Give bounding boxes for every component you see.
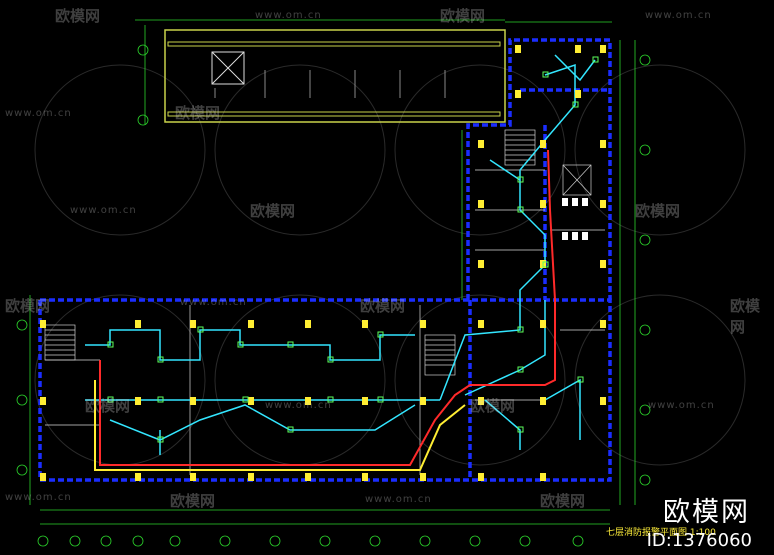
watermark-logo: 欧模网 bbox=[540, 492, 586, 510]
watermark-logo: 欧模网 bbox=[170, 492, 216, 510]
watermark-logo: 欧模网 bbox=[635, 202, 681, 220]
watermark-logo: 欧模网 bbox=[730, 297, 761, 336]
watermark-site: www.om.cn bbox=[70, 205, 137, 216]
drawing-title: 七层消防报警平面图 1:100 bbox=[606, 525, 716, 538]
watermark-site: www.om.cn bbox=[180, 297, 247, 308]
watermark-site: www.om.cn bbox=[365, 494, 432, 505]
fire-lines bbox=[94, 149, 556, 471]
dimension-lines bbox=[29, 19, 636, 525]
watermark-logo: 欧模网 bbox=[360, 297, 406, 315]
watermark-arcs bbox=[34, 64, 746, 466]
watermark-site: www.om.cn bbox=[255, 10, 322, 21]
watermark-site: www.om.cn bbox=[645, 10, 712, 21]
drawing-title-text: 七层消防报警平面图 bbox=[606, 528, 688, 538]
watermark-site: www.om.cn bbox=[5, 492, 72, 503]
restroom-fixtures bbox=[562, 198, 588, 240]
watermark-site: www.om.cn bbox=[5, 108, 72, 119]
watermark-logo: 欧模网 bbox=[175, 104, 221, 122]
stairs bbox=[44, 129, 592, 376]
watermark-site: www.om.cn bbox=[265, 400, 332, 411]
watermark-site: www.om.cn bbox=[648, 400, 715, 411]
brand-name: 欧模网 bbox=[663, 497, 750, 528]
watermark-logo: 欧模网 bbox=[440, 7, 486, 25]
brand-id: ID:1376060 bbox=[646, 530, 752, 551]
watermark-logo: 欧模网 bbox=[85, 397, 131, 415]
watermark-logo: 欧模网 bbox=[55, 7, 101, 25]
drawing-scale: 1:100 bbox=[689, 528, 716, 538]
walls bbox=[38, 38, 612, 482]
watermark-logo: 欧模网 bbox=[5, 297, 51, 315]
smoke-detectors bbox=[107, 56, 599, 443]
watermark-logo: 欧模网 bbox=[250, 202, 296, 220]
axis-bubbles bbox=[16, 44, 651, 547]
roof-canopy bbox=[164, 29, 506, 123]
columns bbox=[40, 45, 606, 481]
watermark-logo: 欧模网 bbox=[470, 397, 516, 415]
